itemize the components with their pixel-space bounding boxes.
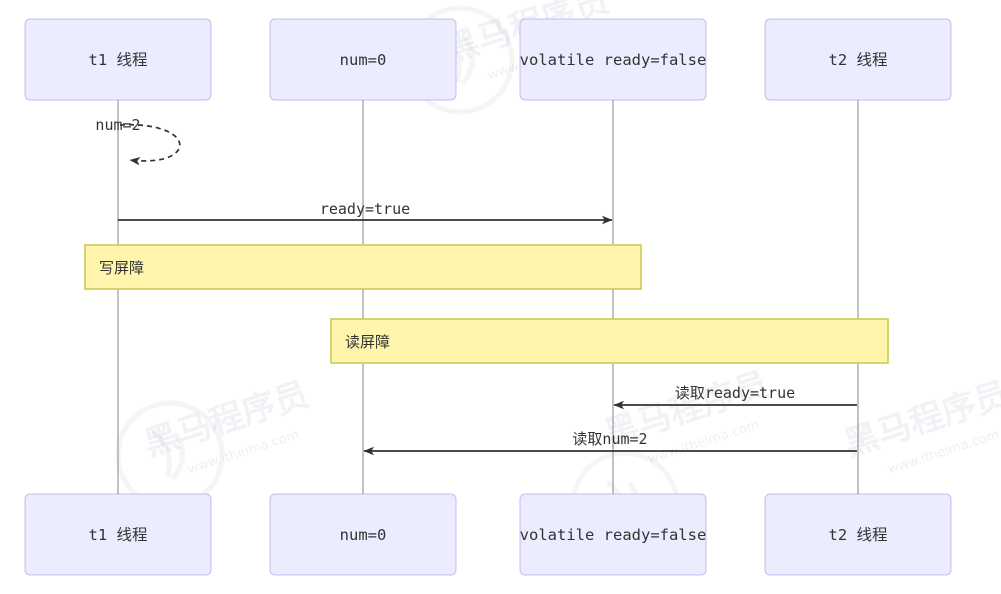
message-m2: ready=true xyxy=(118,200,613,225)
participant-box-ready-bottom[interactable]: volatile ready=false xyxy=(519,493,707,576)
participant-box-t1-bottom[interactable]: t1 线程 xyxy=(24,493,212,576)
participant-label-t2: t2 线程 xyxy=(829,51,888,69)
message-m1: num=2 xyxy=(95,116,181,166)
participant-box-t2-bottom[interactable]: t2 线程 xyxy=(764,493,952,576)
note-label: 读屏障 xyxy=(345,333,390,351)
participant-rect xyxy=(764,493,952,576)
note-label: 写屏障 xyxy=(99,259,144,277)
participant-label-t2: t2 线程 xyxy=(829,526,888,544)
message-m4: 读取num=2 xyxy=(363,430,857,456)
participant-label-t1: t1 线程 xyxy=(89,526,148,544)
note-read-barrier: 读屏障 xyxy=(330,318,889,364)
participant-label-ready: volatile ready=false xyxy=(520,526,707,544)
participant-rect xyxy=(269,18,457,101)
participant-label-ready: volatile ready=false xyxy=(520,51,707,69)
participant-box-num-top[interactable]: num=0 xyxy=(269,18,457,101)
message-label: ready=true xyxy=(320,200,410,218)
lifeline-layer xyxy=(117,100,859,494)
note-rect xyxy=(330,318,889,364)
participant-box-num-bottom[interactable]: num=0 xyxy=(269,493,457,576)
message-line xyxy=(119,124,181,166)
participant-rect xyxy=(519,493,707,576)
participant-label-t1: t1 线程 xyxy=(89,51,148,69)
participant-rect xyxy=(764,18,952,101)
message-label: num=2 xyxy=(95,116,140,134)
participant-rect xyxy=(519,18,707,101)
message-label: 读取num=2 xyxy=(572,430,647,448)
note-write-barrier: 写屏障 xyxy=(84,244,642,290)
participant-box-t2-top[interactable]: t2 线程 xyxy=(764,18,952,101)
message-label: 读取ready=true xyxy=(675,384,795,402)
message-m3: 读取ready=true xyxy=(613,384,857,410)
participant-rect xyxy=(269,493,457,576)
participant-box-t1-top[interactable]: t1 线程 xyxy=(24,18,212,101)
participant-label-num: num=0 xyxy=(340,51,387,69)
participant-layer: t1 线程 t1 线程 num=0 num=0 volatile ready=false… xyxy=(24,18,952,576)
participant-rect xyxy=(24,493,212,576)
participant-rect xyxy=(24,18,212,101)
note-rect xyxy=(84,244,642,290)
participant-box-ready-top[interactable]: volatile ready=false xyxy=(519,18,707,101)
message-layer: num=2 ready=true 读取ready=true 读取num=2 xyxy=(95,116,857,456)
participant-label-num: num=0 xyxy=(340,526,387,544)
